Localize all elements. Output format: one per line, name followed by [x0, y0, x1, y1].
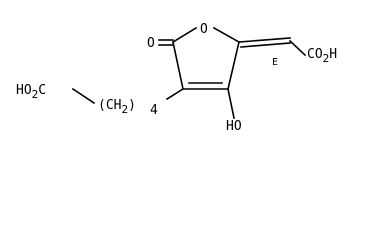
acid-left-ho: HO	[16, 83, 32, 98]
label-ring-oxygen: O	[200, 22, 208, 37]
acid-left-sub: 2	[32, 88, 39, 101]
chain-open: (	[98, 98, 106, 113]
bond-left-acid	[71, 87, 96, 105]
bond-exo-double-1	[238, 37, 291, 43]
molecule-svg: O O CO2H E HO2C (CH2) 4 HO	[16, 22, 337, 134]
acid-left-c: C	[38, 83, 46, 98]
chain-sub-2: 2	[121, 103, 128, 116]
bond-to-acid-right	[288, 39, 307, 57]
bond-c5-o1	[171, 26, 198, 44]
label-acid-left: HO2C	[16, 83, 46, 101]
bond-exo-double-2	[240, 42, 291, 48]
label-hydroxyl: HO	[226, 119, 242, 134]
label-acid-right: CO2H	[307, 47, 337, 65]
bond-to-chain	[165, 87, 185, 101]
label-chain-count: 4	[150, 103, 158, 118]
acid-right-co: CO	[307, 47, 323, 62]
bond-c4-c5	[172, 41, 184, 90]
structure-diagram: O O CO2H E HO2C (CH2) 4 HO	[16, 22, 337, 134]
bond-o1-c2	[212, 26, 241, 44]
acid-right-h: H	[329, 47, 337, 62]
bond-c2-c3	[227, 41, 240, 90]
chain-close-paren: )	[128, 98, 136, 113]
acid-right-sub: 2	[323, 52, 330, 65]
bond-oh	[227, 88, 235, 119]
label-carbonyl-oxygen: O	[147, 36, 155, 51]
label-stereo-e: E	[272, 57, 278, 68]
chain-ch: CH	[106, 98, 122, 113]
label-chain: (CH2)	[98, 98, 136, 116]
